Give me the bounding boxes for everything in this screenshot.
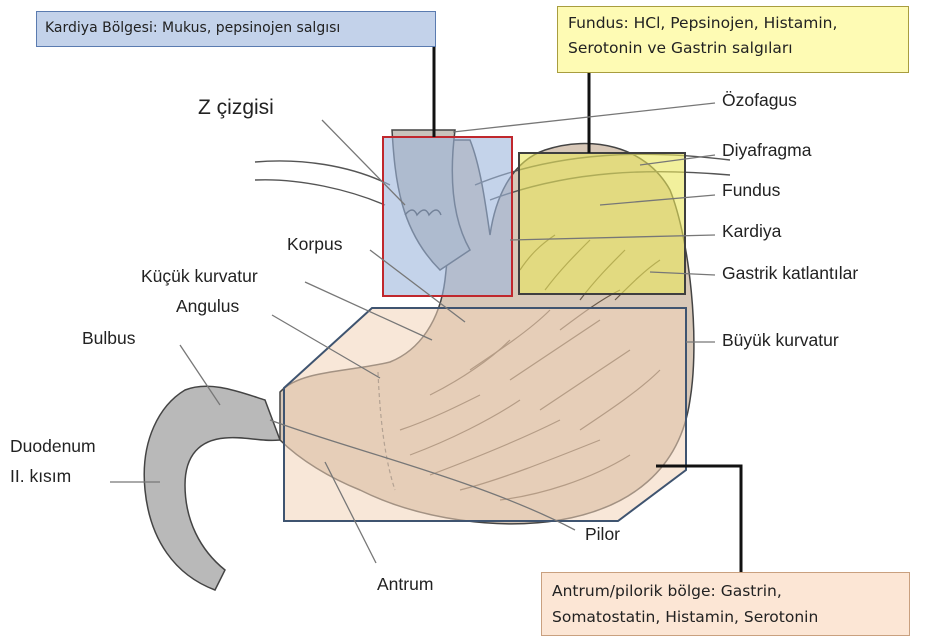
label-ozofagus: Özofagus (722, 90, 797, 111)
label-buyuk-kurvatur: Büyük kurvatur (722, 330, 839, 351)
label-diyafragma: Diyafragma (722, 140, 811, 161)
label-korpus: Korpus (287, 234, 342, 255)
label-duodenum-kisim: II. kısım (10, 466, 71, 487)
antrum-info-line2: Somatostatin, Histamin, Serotonin (552, 604, 899, 630)
fundus-info-box: Fundus: HCl, Pepsinojen, Histamin, Serot… (557, 6, 909, 73)
label-angulus: Angulus (176, 296, 239, 317)
label-kardiya: Kardiya (722, 221, 781, 242)
duodenum-shape (144, 386, 280, 590)
label-bulbus: Bulbus (82, 328, 136, 349)
label-pilor: Pilor (585, 524, 620, 545)
fundus-info-line2: Serotonin ve Gastrin salgıları (568, 36, 898, 61)
antrum-info-line1: Antrum/pilorik bölge: Gastrin, (552, 578, 899, 604)
cardia-info-box: Kardiya Bölgesi: Mukus, pepsinojen salgı… (36, 11, 436, 47)
label-antrum: Antrum (377, 574, 433, 595)
fundus-info-line1: Fundus: HCl, Pepsinojen, Histamin, (568, 11, 898, 36)
label-duodenum: Duodenum (10, 436, 96, 457)
label-gastrik: Gastrik katlantılar (722, 263, 858, 284)
label-z-cizgisi: Z çizgisi (198, 96, 274, 120)
diaphragm-line (255, 180, 385, 205)
label-kucuk-kurvatur: Küçük kurvatur (141, 266, 258, 287)
label-fundus: Fundus (722, 180, 780, 201)
diaphragm-line (255, 161, 390, 185)
cardia-info-text: Kardiya Bölgesi: Mukus, pepsinojen salgı… (45, 20, 340, 36)
antrum-body-region (284, 308, 686, 521)
antrum-info-box: Antrum/pilorik bölge: Gastrin, Somatosta… (541, 572, 910, 636)
cardia-region (383, 137, 512, 296)
